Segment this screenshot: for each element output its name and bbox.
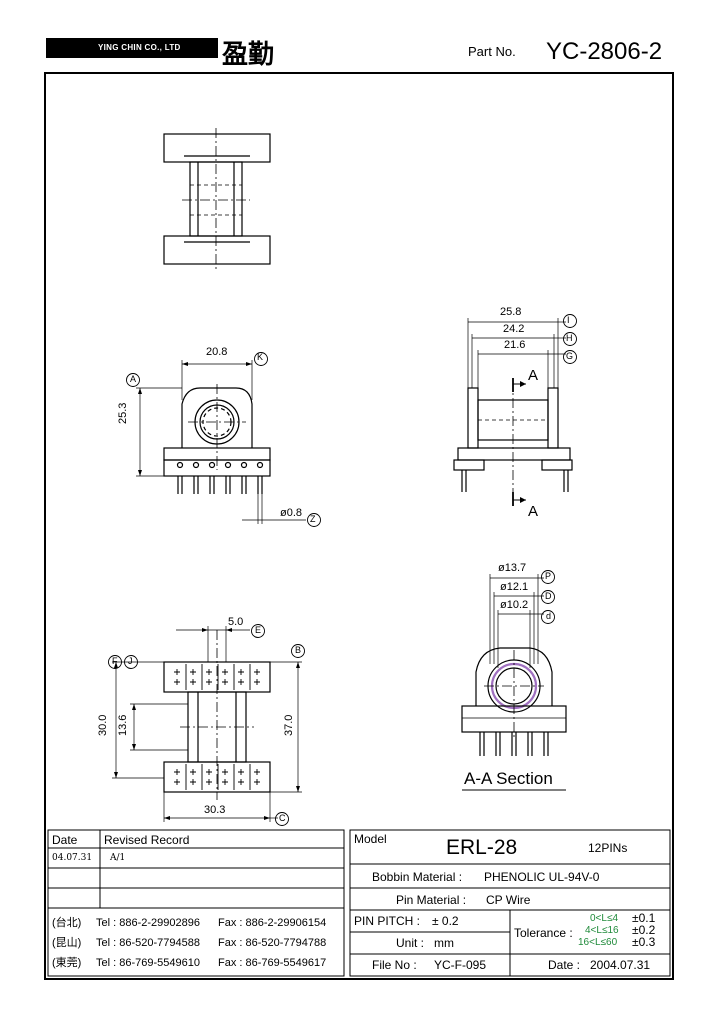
pin-cross-marks <box>174 664 260 790</box>
date-value: 2004.07.31 <box>590 958 651 972</box>
pin-count: 12PINs <box>588 841 628 855</box>
dim-label-c: C <box>279 813 286 823</box>
unit-label: Unit : <box>396 936 425 950</box>
dim-label-a: A <box>130 374 137 384</box>
contact-region-kunshan: (昆山) <box>52 937 82 949</box>
contact-region-dongguan: (東莞) <box>52 957 82 969</box>
bobbin-material-value: PHENOLIC UL-94V-0 <box>484 870 600 884</box>
dim-section-102: ø10.2 <box>500 599 529 611</box>
revision-row-record: A/1 <box>110 853 126 863</box>
dim-pin-diameter: ø0.8 <box>280 507 303 519</box>
section-mark-top: A <box>528 367 539 384</box>
model-value: ERL-28 <box>446 836 518 859</box>
dim-label-e: E <box>255 625 262 635</box>
contact-tel-kunshan: Tel : 86-520-7794588 <box>96 937 200 949</box>
contact-region-taipei: (台北) <box>52 917 82 929</box>
logo-banner <box>46 38 218 58</box>
pin-pitch-label: PIN PITCH : <box>354 914 421 928</box>
date-label: Date : <box>548 958 581 972</box>
dim-label-d-upper: D <box>545 591 552 601</box>
file-no-label: File No : <box>372 958 417 972</box>
section-caption: A-A Section <box>464 769 553 788</box>
part-no-value: YC-2806-2 <box>546 38 663 65</box>
dim-bottom-37: 37.0 <box>283 714 295 736</box>
revision-row-date: 04.07.31 <box>52 853 93 863</box>
unit-value: mm <box>434 936 454 950</box>
tolerance-value-1: ±0.1 <box>632 911 656 925</box>
title-block-lines <box>47 829 671 977</box>
contact-fax-dongguan: Fax : 86-769-5549617 <box>218 957 327 969</box>
revision-date-header: Date <box>52 833 78 847</box>
tolerance-range-3: 16<L≤60 <box>578 937 618 948</box>
dim-side-258: 25.8 <box>500 306 522 318</box>
dim-bottom-136: 13.6 <box>117 714 129 736</box>
model-label: Model <box>354 832 387 846</box>
dim-label-d-lower: d <box>546 611 552 621</box>
dim-bottom-width: 30.3 <box>204 804 226 816</box>
pin-material-value: CP Wire <box>486 893 531 907</box>
dim-side-242: 24.2 <box>503 323 525 335</box>
section-mark-bottom: A <box>528 503 539 520</box>
side-view <box>453 314 577 506</box>
bobbin-material-label: Bobbin Material : <box>372 870 463 884</box>
contact-fax-kunshan: Fax : 86-520-7794788 <box>218 937 327 949</box>
company-name: YING CHIN CO., LTD <box>98 43 181 52</box>
file-no-value: YC-F-095 <box>434 958 487 972</box>
dim-label-b: B <box>295 645 302 655</box>
part-no-label: Part No. <box>468 44 516 59</box>
section-view <box>461 570 567 791</box>
tolerance-range-1: 0<L≤4 <box>590 913 619 924</box>
contact-tel-dongguan: Tel : 86-769-5549610 <box>96 957 200 969</box>
dim-label-g: G <box>566 351 574 361</box>
pin-material-label: Pin Material : <box>396 893 467 907</box>
dim-side-216: 21.6 <box>504 339 526 351</box>
revision-record-header: Revised Record <box>104 833 190 847</box>
dim-section-137: ø13.7 <box>498 562 527 574</box>
tolerance-label: Tolerance : <box>514 926 573 940</box>
company-name-cn: 盈勤 <box>222 40 275 70</box>
tolerance-value-2: ±0.2 <box>632 923 656 937</box>
dim-bottom-gap: 5.0 <box>228 616 244 628</box>
dim-label-p: P <box>545 571 552 581</box>
dim-label-k: K <box>257 352 264 362</box>
dim-section-121: ø12.1 <box>500 581 529 593</box>
contact-tel-taipei: Tel : 886-2-29902896 <box>96 917 200 929</box>
dim-top-height: 25.3 <box>117 402 129 424</box>
pin-pitch-value: ± 0.2 <box>432 914 459 928</box>
dim-label-j: J <box>128 656 133 666</box>
dim-top-width: 20.8 <box>206 346 228 358</box>
dim-bottom-30: 30.0 <box>97 714 109 736</box>
bobbin-end-view <box>126 352 321 527</box>
drawing-frame <box>44 72 674 980</box>
dim-label-h: H <box>566 333 573 343</box>
front-view-top <box>163 128 271 270</box>
tolerance-range-2: 4<L≤16 <box>585 925 619 936</box>
contact-fax-taipei: Fax : 886-2-29906154 <box>218 917 327 929</box>
dim-label-f: F <box>112 656 118 666</box>
pin-row <box>176 461 264 494</box>
dim-label-i: I <box>567 315 570 325</box>
bottom-view <box>108 624 305 826</box>
dim-label-z: Z <box>310 514 316 524</box>
tolerance-value-3: ±0.3 <box>632 935 656 949</box>
